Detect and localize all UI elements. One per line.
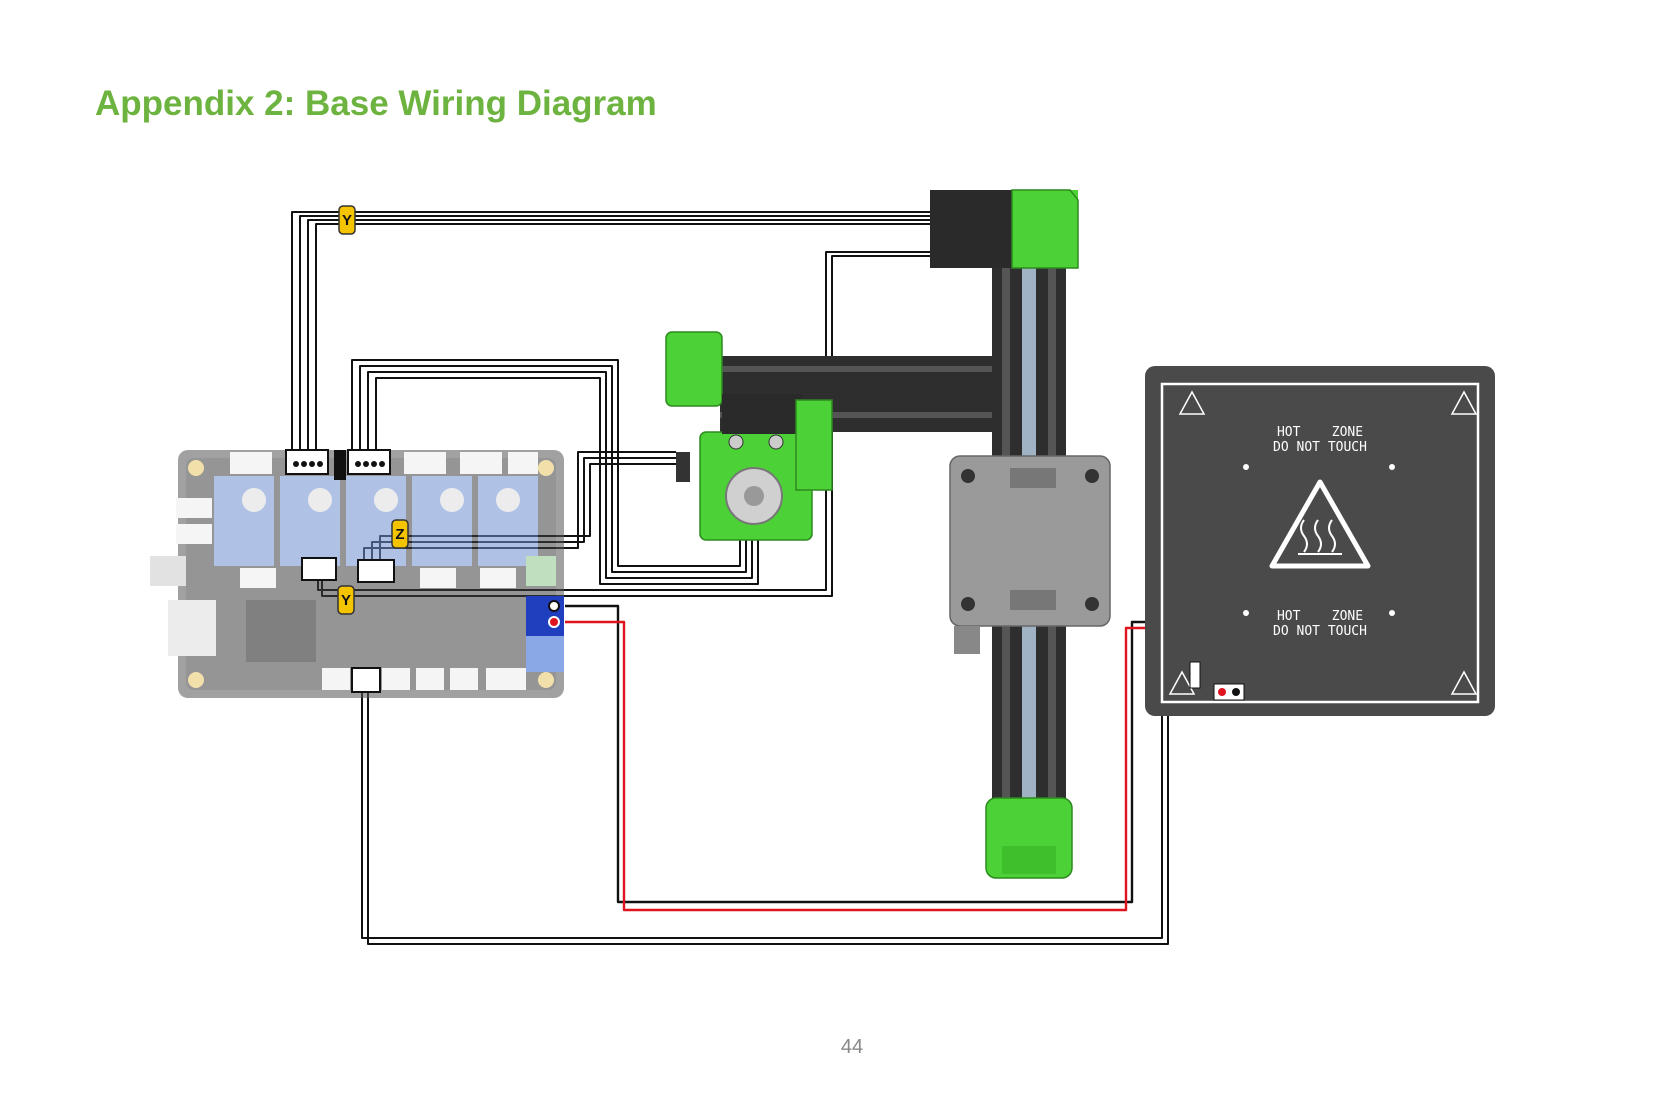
y-label-top-text: Y <box>342 212 352 229</box>
z-label: Z <box>391 519 409 549</box>
board-plugs <box>285 449 564 693</box>
y-label-top: Y <box>338 205 356 235</box>
z-endstop-plug <box>357 559 395 583</box>
bed-power-pad <box>1213 683 1245 701</box>
bed-thermistor-plug <box>351 667 381 693</box>
warning-icon <box>1168 670 1196 695</box>
x-axis-assembly <box>665 331 992 541</box>
y-carriage <box>949 455 1111 654</box>
hot-surface-icon <box>1269 479 1371 569</box>
heatbed-warning-bottom-2: DO NOT TOUCH <box>1273 624 1367 639</box>
y-label-bottom-text: Y <box>341 592 351 609</box>
page-title: Appendix 2: Base Wiring Diagram <box>95 84 657 123</box>
z-label-text: Z <box>395 526 404 543</box>
y-endstop-plug <box>301 557 337 581</box>
heatbed-warning-bottom-1: HOT ZONE <box>1277 609 1363 624</box>
warning-icon <box>1450 390 1478 415</box>
wire-labels: Y Z Y <box>337 205 409 615</box>
heatbed: HOT ZONE DO NOT TOUCH HOT ZONE DO NOT TO… <box>1145 366 1495 716</box>
power-terminal-block <box>526 596 564 672</box>
bed-thermistor-pad <box>1189 661 1201 689</box>
heatbed-warning-top-2: DO NOT TOUCH <box>1273 440 1367 455</box>
y-idler <box>985 797 1073 879</box>
page-number: 44 <box>840 1036 864 1058</box>
heatbed-warning-top-1: HOT ZONE <box>1277 425 1363 440</box>
x-motor-wire-bundle <box>351 359 759 585</box>
warning-icon <box>1178 390 1206 415</box>
warning-icon <box>1450 670 1478 695</box>
y-motor <box>930 189 1079 269</box>
wires <box>291 211 1236 945</box>
y-axis-frame <box>930 189 1111 879</box>
y-label-bottom: Y <box>337 585 355 615</box>
y-motor-wire-bundle <box>291 211 930 450</box>
extruder <box>665 331 833 541</box>
heatbed-power-wires <box>565 604 1236 912</box>
